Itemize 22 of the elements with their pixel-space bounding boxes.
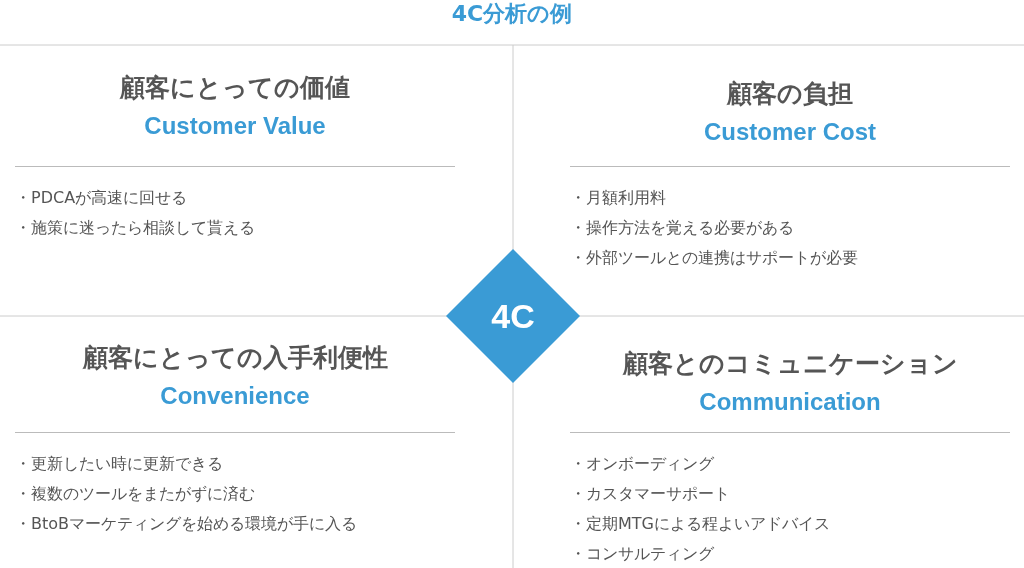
bullet-item: ・操作方法を覚える必要がある <box>570 217 794 239</box>
bullet-item: ・カスタマーサポート <box>570 483 730 505</box>
quadrant-heading: 顧客にとっての入手利便性 <box>82 342 388 374</box>
title: 4C分析の例 <box>450 0 574 28</box>
quadrant-heading: 顧客の負担 <box>727 78 853 110</box>
bullet-item: ・複数のツールをまたがずに済む <box>15 483 255 505</box>
bullet-item: ・PDCAが高速に回せる <box>15 187 188 209</box>
quadrant-subheading: Convenience <box>160 382 310 410</box>
diamond-label: 4C <box>491 296 535 336</box>
bullet-item: ・オンボーディング <box>570 453 714 475</box>
bullet-item: ・施策に迷ったら相談して貰える <box>15 217 255 239</box>
quadrant-subheading: Customer Value <box>144 112 326 140</box>
bullet-item: ・定期MTGによる程よいアドバイス <box>570 513 830 535</box>
bullet-item: ・月額利用料 <box>570 187 666 209</box>
quadrant-subheading: Communication <box>699 388 881 416</box>
quadrant-heading: 顧客とのコミュニケーション <box>622 348 958 380</box>
quadrant-subheading: Customer Cost <box>704 118 876 146</box>
bullet-item: ・BtoBマーケティングを始める環境が手に入る <box>15 513 357 535</box>
quadrant-heading: 顧客にとっての価値 <box>120 72 350 104</box>
bullet-item: ・更新したい時に更新できる <box>15 453 223 475</box>
bullet-item: ・コンサルティング <box>570 543 714 565</box>
bullet-item: ・外部ツールとの連携はサポートが必要 <box>570 247 858 269</box>
